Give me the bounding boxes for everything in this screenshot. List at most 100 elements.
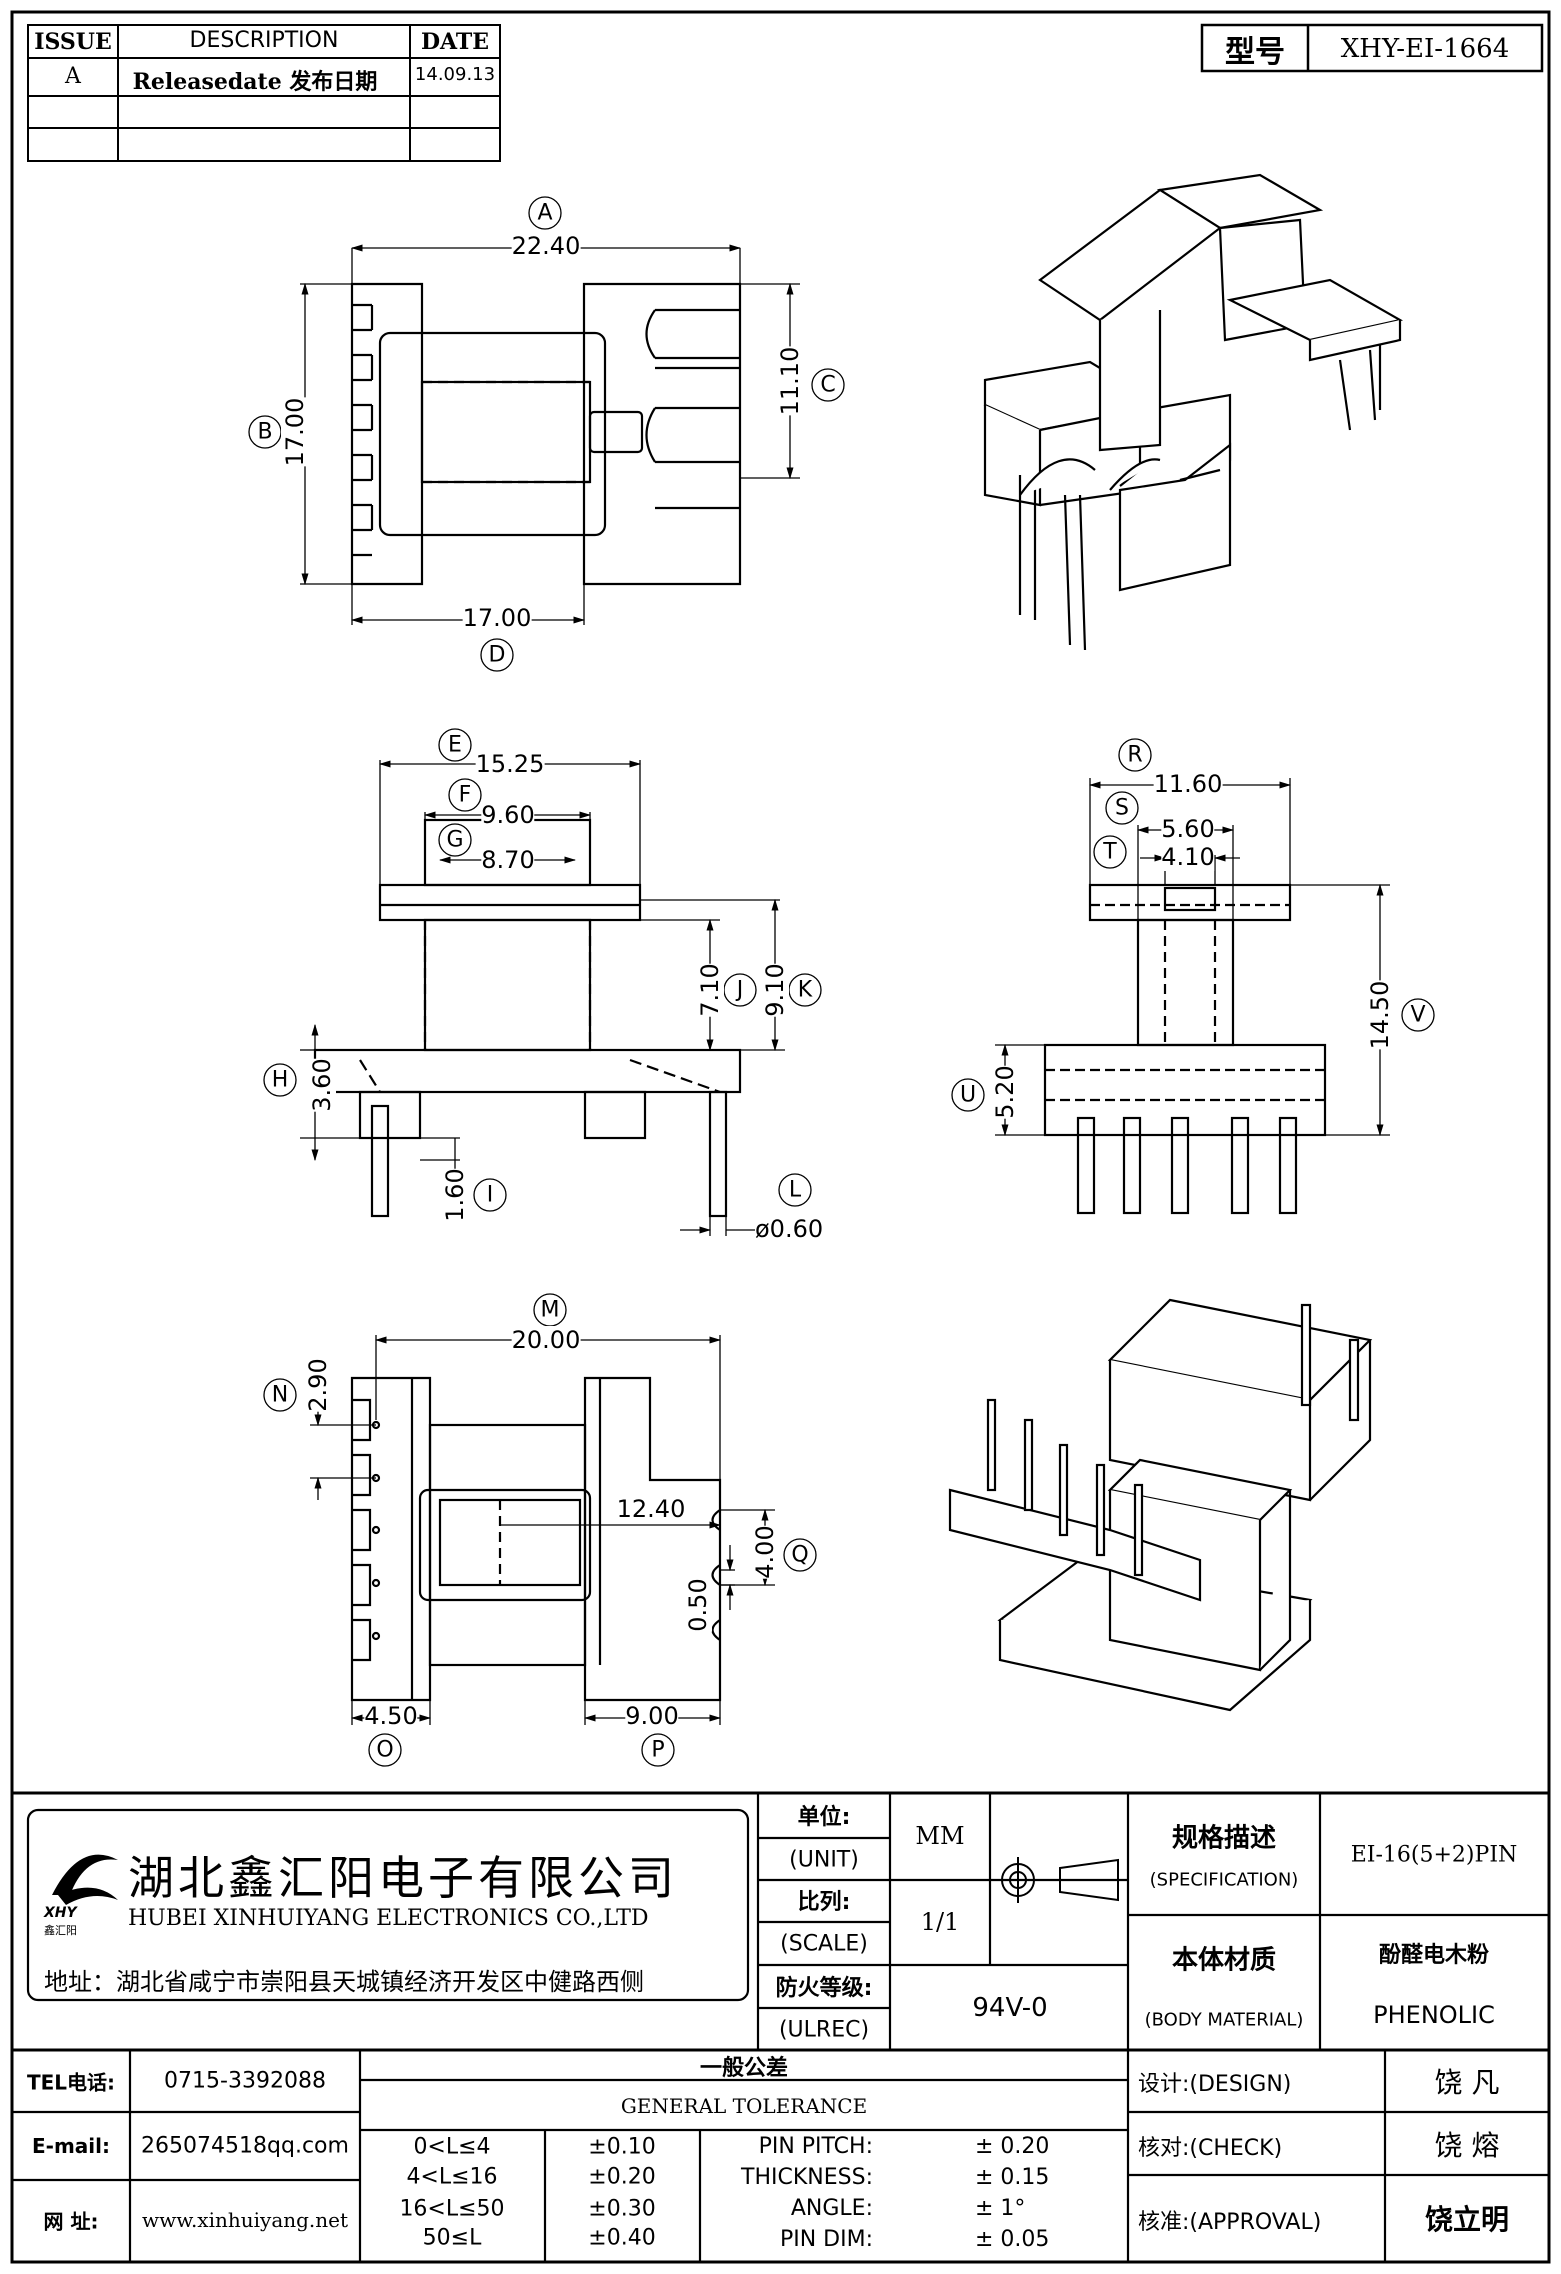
bottom-view-outline <box>350 1376 722 1702</box>
dim-i-value: 1.60 <box>441 1168 469 1222</box>
tolerance-cn: 一般公差 <box>699 2056 789 2081</box>
dim-q-value: 4.00 <box>751 1525 779 1579</box>
special-tolerance-name-2: THICKNESS: <box>741 2165 873 2190</box>
dim-center-value: 12.40 <box>616 1495 686 1523</box>
front-view-outline <box>313 818 742 1218</box>
material-label-cn: 本体材质 <box>1171 1945 1277 1976</box>
design-label: 设计:(DESIGN) <box>1138 2072 1292 2097</box>
dim-l-value: ø0.60 <box>755 1215 824 1243</box>
side-view-outline <box>1043 883 1327 1215</box>
email-label: E-mail: <box>31 2134 111 2158</box>
tolerance-range-1: 0<L≤4 <box>413 2134 491 2160</box>
dim-a-value: 22.40 <box>511 232 581 260</box>
unit-label-en: (UNIT) <box>789 1847 859 1873</box>
dim-label-q: Q <box>791 1542 809 1568</box>
model-box <box>1200 23 1544 73</box>
dim-b-value: 17.00 <box>281 397 309 467</box>
top-view-dimensions <box>248 196 845 672</box>
dim-n-value: 2.90 <box>304 1358 332 1412</box>
tolerance-value-1: ±0.10 <box>588 2134 656 2160</box>
dim-m-value: 20.00 <box>511 1326 581 1354</box>
revision-date: 14.09.13 <box>414 64 496 85</box>
web-label: 网 址: <box>43 2209 99 2234</box>
revision-issue: A <box>65 64 81 89</box>
dim-j-value: 7.10 <box>696 963 724 1017</box>
special-tolerance-value-4: ± 0.05 <box>975 2227 1050 2252</box>
material-label-en: (BODY MATERIAL) <box>1144 2009 1304 2031</box>
dim-label-l: L <box>788 1177 802 1203</box>
fire-value: 94V-0 <box>972 1993 1048 2023</box>
special-tolerance-value-1: ± 0.20 <box>975 2134 1050 2159</box>
dim-label-g: G <box>446 827 464 853</box>
projection-symbol <box>995 1857 1119 1903</box>
model-value: XHY-EI-1664 <box>1340 34 1510 64</box>
side-view-dimensions <box>951 738 1435 1137</box>
company-name-cn: 湖北鑫汇阳电子有限公司 <box>128 1851 678 1905</box>
iso-view-top <box>983 173 1404 651</box>
approval-name: 饶立明 <box>1424 2203 1510 2236</box>
dim-d-value: 17.00 <box>462 604 532 632</box>
dim-label-e: E <box>448 732 462 758</box>
tolerance-range-4: 50≤L <box>422 2225 482 2251</box>
revision-table-grid <box>27 24 501 162</box>
dim-g-value: 8.70 <box>481 846 535 874</box>
dim-k-value: 9.10 <box>761 963 789 1017</box>
fire-label-cn: 防火等级: <box>775 1976 873 2001</box>
issue-header: ISSUE <box>34 29 112 55</box>
material-value: PHENOLIC <box>1373 2001 1495 2029</box>
date-header: DATE <box>420 29 490 55</box>
bottom-view-dimensions <box>263 1293 817 1767</box>
dim-label-c: C <box>820 372 836 398</box>
company-address: 地址：湖北省咸宁市崇阳县天城镇经济开发区中健路西侧 <box>44 1968 644 1996</box>
special-tolerance-name-4: PIN DIM: <box>779 2227 873 2252</box>
dim-half-value: 0.50 <box>684 1578 712 1632</box>
approval-label: 核准:(APPROVAL) <box>1138 2210 1322 2235</box>
spec-value: EI-16(5+2)PIN <box>1350 1842 1518 1868</box>
dim-label-f: F <box>458 782 472 808</box>
dim-v-value: 14.50 <box>1366 980 1394 1050</box>
spec-label-cn: 规格描述 <box>1171 1823 1277 1854</box>
dim-t-value: 4.10 <box>1161 843 1215 871</box>
web-value: www.xinhuiyang.net <box>141 2208 349 2232</box>
dim-label-o: O <box>376 1737 394 1763</box>
logo-text: XHY <box>44 1905 77 1921</box>
dim-label-m: M <box>540 1297 560 1323</box>
fire-label-en: (ULREC) <box>778 2017 870 2043</box>
dim-label-d: D <box>488 642 506 668</box>
dim-label-u: U <box>959 1082 977 1108</box>
dim-r-value: 11.60 <box>1153 770 1223 798</box>
title-block-grid <box>12 1791 1549 2262</box>
company-logo <box>52 1854 118 1905</box>
dim-label-s: S <box>1115 795 1129 821</box>
dim-label-t: T <box>1103 839 1117 865</box>
tel-label: TEL电话: <box>26 2070 116 2095</box>
dim-label-p: P <box>651 1737 665 1763</box>
dim-s-value: 5.60 <box>1161 815 1215 843</box>
dim-label-r: R <box>1127 742 1143 768</box>
dim-o-value: 4.50 <box>364 1702 418 1730</box>
dim-label-b: B <box>257 419 273 445</box>
unit-value: MM <box>915 1822 965 1850</box>
dim-h-value: 3.60 <box>308 1058 336 1112</box>
dim-c-value: 11.10 <box>776 346 804 416</box>
dim-label-a: A <box>537 200 553 226</box>
tolerance-value-4: ±0.40 <box>588 2225 656 2251</box>
top-view-outline <box>350 282 742 586</box>
dim-e-value: 15.25 <box>475 750 545 778</box>
tolerance-en: GENERAL TOLERANCE <box>620 2094 868 2118</box>
special-tolerance-value-3: ± 1° <box>975 2196 1026 2221</box>
scale-label-cn: 比列: <box>797 1890 851 1915</box>
tolerance-range-2: 4<L≤16 <box>406 2164 498 2190</box>
tolerance-range-3: 16<L≤50 <box>399 2196 505 2222</box>
scale-value: 1/1 <box>920 1908 960 1936</box>
dim-label-h: H <box>271 1067 289 1093</box>
design-name: 饶 凡 <box>1434 2066 1500 2099</box>
dim-label-n: N <box>271 1382 289 1408</box>
dim-label-i: I <box>486 1182 494 1208</box>
spec-label-en: (SPECIFICATION) <box>1149 1869 1299 1891</box>
tel-value: 0715-3392088 <box>164 2068 326 2094</box>
special-tolerance-name-1: PIN PITCH: <box>758 2134 873 2159</box>
scale-label-en: (SCALE) <box>780 1931 868 1957</box>
tolerance-value-3: ±0.30 <box>588 2196 656 2222</box>
